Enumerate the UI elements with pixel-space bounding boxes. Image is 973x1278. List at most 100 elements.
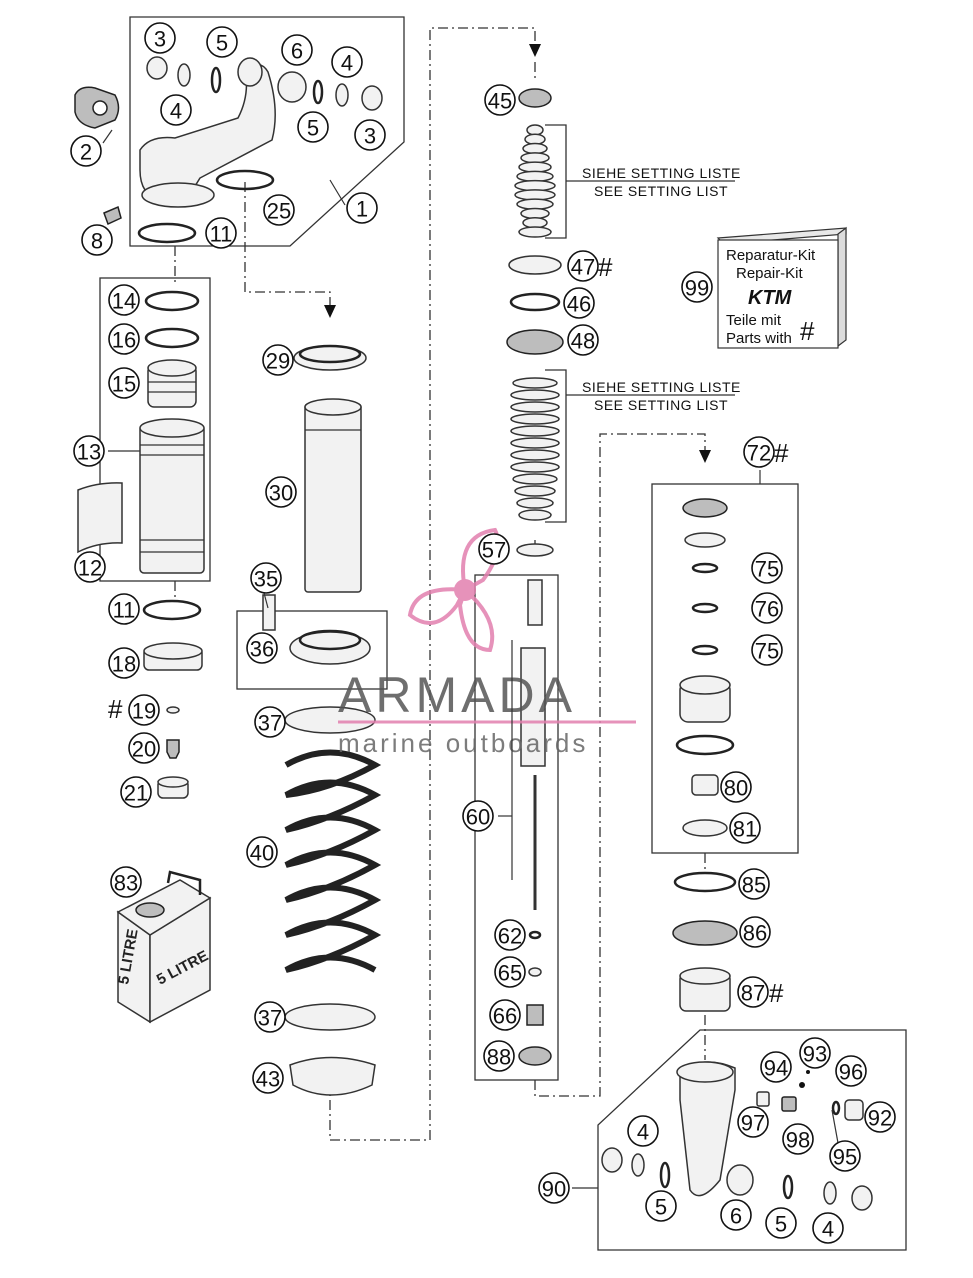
callout-88: 88 <box>483 1040 515 1072</box>
callout-label: 36 <box>250 637 274 662</box>
seal-lower-right <box>823 1181 837 1205</box>
callout-19: 19 <box>128 694 160 726</box>
clip-lower-left <box>659 1161 671 1189</box>
repair-kit-box-front <box>717 239 839 349</box>
nut-88 <box>518 1046 552 1066</box>
bushing-3-right <box>361 85 383 111</box>
screw-35 <box>262 594 276 631</box>
callout-76: 76 <box>751 592 783 624</box>
callout-label: 80 <box>724 776 748 801</box>
callout-6: 6 <box>281 34 313 66</box>
callout-circle <box>563 287 595 319</box>
shim <box>522 142 548 155</box>
callout-label: 5 <box>307 116 319 141</box>
callout-circle <box>252 1062 284 1094</box>
repair-kit-hash: # <box>800 316 815 346</box>
callout-label: 8 <box>91 229 103 254</box>
adjuster-body-top <box>679 675 731 695</box>
shim <box>518 161 552 173</box>
callout-label: 57 <box>482 538 506 563</box>
reservoir-parts <box>77 290 205 799</box>
callout-label: 30 <box>269 481 293 506</box>
hash-mark: # <box>108 694 123 724</box>
damper-body-30 <box>304 403 362 593</box>
callout-72: 72 <box>743 436 775 468</box>
bushing-3-left <box>146 56 168 80</box>
repair-kit-line3: Teile mit <box>726 312 782 329</box>
ring-16 <box>144 327 200 349</box>
callout-label: 88 <box>487 1045 511 1070</box>
callout-circle <box>478 533 510 565</box>
oil-can-handle <box>166 870 202 895</box>
ring-96 <box>831 1100 841 1116</box>
callout-label: 15 <box>112 372 136 397</box>
callout-circle <box>297 111 329 143</box>
callout-circle <box>254 1001 286 1033</box>
callout-35: 35 <box>250 562 282 594</box>
callout-label: 12 <box>78 556 102 581</box>
frame-lower-mount <box>597 1029 907 1251</box>
callout-label: 46 <box>567 292 591 317</box>
o-ring-14 <box>144 290 200 312</box>
piston-15-top <box>147 359 197 377</box>
callout-circle <box>751 552 783 584</box>
reservoir-cap-bore <box>92 100 108 116</box>
oil-can-spout <box>135 902 165 918</box>
bearing-6 <box>277 71 307 103</box>
hash-mark: # <box>774 438 789 468</box>
preload-nut-36-inner <box>298 629 362 651</box>
callout-label: 65 <box>498 961 522 986</box>
callout-label: 3 <box>154 27 166 52</box>
callout-37: 37 <box>254 1001 286 1033</box>
callout-circle <box>250 562 282 594</box>
callout-label: 75 <box>755 557 779 582</box>
callout-circle <box>765 1207 797 1239</box>
callout-label: 40 <box>250 841 274 866</box>
washer-19 <box>166 706 180 714</box>
callout-45: 45 <box>484 84 516 116</box>
callout-66: 66 <box>489 999 521 1031</box>
bushing-lower-right <box>851 1185 873 1211</box>
callout-4: 4 <box>627 1115 659 1147</box>
callout-label: 25 <box>267 199 291 224</box>
frame-compression-adjuster <box>651 483 799 854</box>
shim <box>518 509 552 521</box>
repair-kit-line1: Reparatur-Kit <box>726 247 816 264</box>
callout-label: 1 <box>356 197 368 222</box>
callout-36: 36 <box>246 632 278 664</box>
ball-93 <box>806 1070 810 1074</box>
callout-label: 5 <box>216 31 228 56</box>
callout-circle <box>265 476 297 508</box>
callout-20: 20 <box>128 732 160 764</box>
bushing-lower-left <box>601 1147 623 1173</box>
shim <box>510 461 560 473</box>
callout-circle <box>835 1055 867 1087</box>
callout-75: 75 <box>751 552 783 584</box>
callout-47: 47 <box>567 250 599 282</box>
callout-circle <box>160 94 192 126</box>
callout-1: 1 <box>346 192 378 224</box>
callout-circle <box>108 593 140 625</box>
callout-label: 86 <box>743 921 767 946</box>
repair-kit-line4: Parts with <box>726 330 792 347</box>
callout-3: 3 <box>354 119 386 151</box>
callout-90: 90 <box>538 1172 570 1204</box>
circlip-85 <box>673 871 737 893</box>
callout-81: 81 <box>729 812 761 844</box>
frame-preload-nut <box>236 610 388 690</box>
callout-circle <box>262 344 294 376</box>
bracket-lower-shims <box>545 369 567 523</box>
callout-label: 18 <box>112 652 136 677</box>
callout-label: 5 <box>655 1195 667 1220</box>
callout-15: 15 <box>108 367 140 399</box>
callout-circle <box>627 1115 659 1147</box>
callout-6: 6 <box>720 1199 752 1231</box>
callout-circle <box>206 26 238 58</box>
callout-5: 5 <box>645 1190 677 1222</box>
callout-label: 43 <box>256 1067 280 1092</box>
hash-mark: # <box>598 252 613 282</box>
callout-label: 16 <box>112 328 136 353</box>
setting-note-upper: SIEHE SETTING LISTE SEE SETTING LIST <box>582 165 740 199</box>
callout-8: 8 <box>81 224 113 256</box>
